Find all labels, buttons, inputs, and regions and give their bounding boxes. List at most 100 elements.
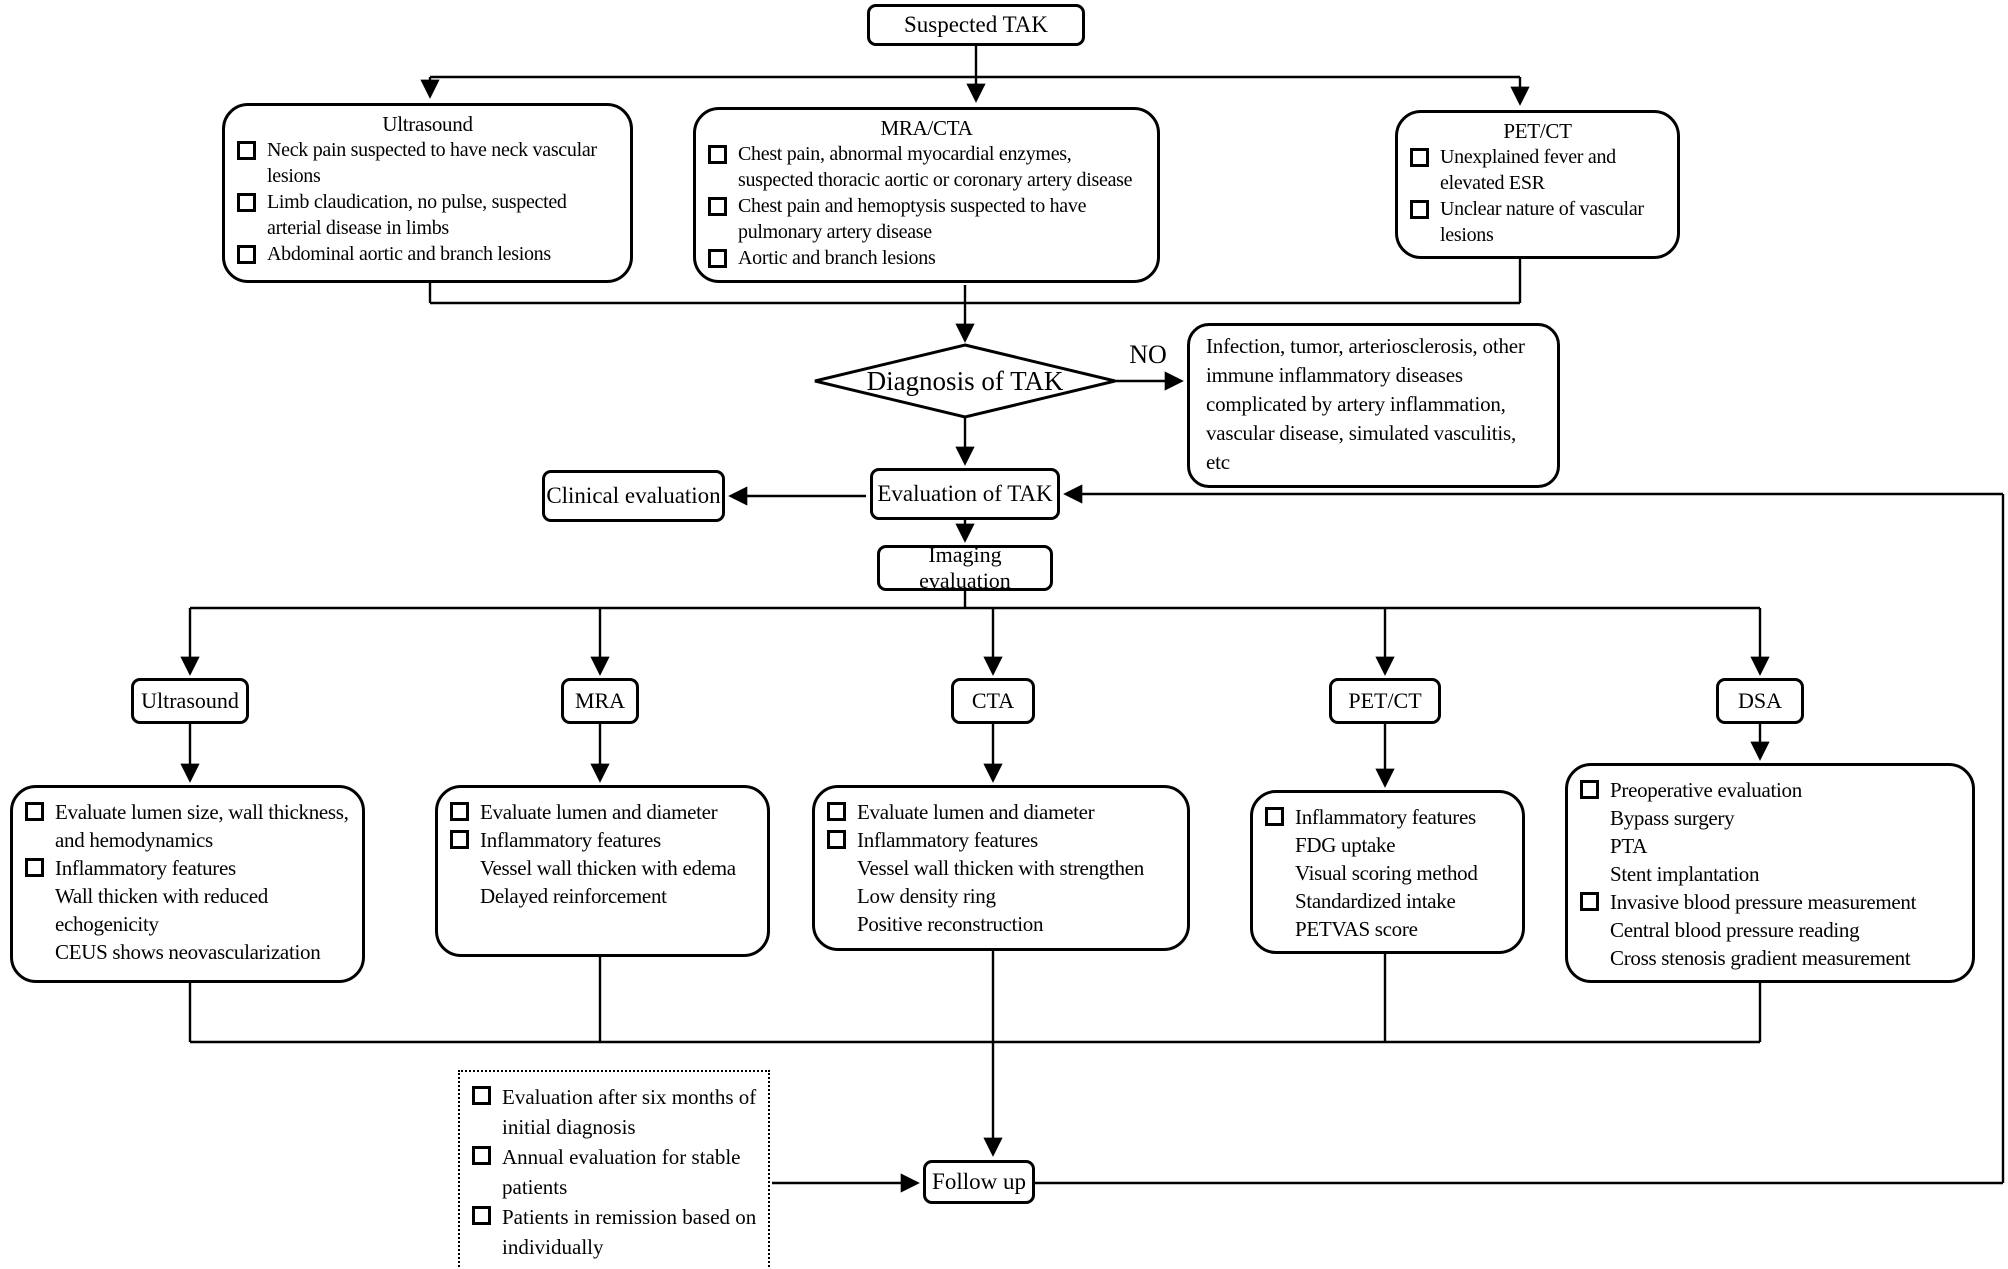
checklist-subitem: FDG uptake	[1263, 831, 1512, 859]
checklist-item: Inflammatory features	[448, 826, 757, 854]
checklist-item: Unexplained fever and elevated ESR	[1408, 144, 1667, 196]
checkbox-bullet-icon	[708, 197, 727, 216]
item-text: Visual scoring method	[1295, 861, 1478, 885]
item-text: Inflammatory features	[480, 828, 661, 852]
checklist-item: Evaluate lumen size, wall thickness, and…	[23, 798, 352, 854]
checkbox-bullet-icon	[237, 193, 256, 212]
checklist-item: Patients in remission based on individua…	[470, 1202, 758, 1262]
checkbox-bullet-icon	[450, 802, 469, 821]
checklist-subitem: Visual scoring method	[1263, 859, 1512, 887]
checklist-subitem: Central blood pressure reading	[1578, 916, 1962, 944]
checklist-item: Preoperative evaluation	[1578, 776, 1962, 804]
imaging-evaluation-label: Imaging evaluation	[919, 542, 1011, 593]
checklist-item: Evaluate lumen and diameter	[825, 798, 1177, 826]
checkbox-bullet-icon	[1265, 807, 1284, 826]
branch-label-mra: MRA	[561, 678, 639, 724]
checklist-subitem: CEUS shows neovascularization	[23, 938, 352, 966]
item-text: Low density ring	[857, 884, 996, 908]
checklist-subitem: Delayed reinforcement	[448, 882, 757, 910]
checklist-subitem: Vessel wall thicken with strengthen	[825, 854, 1177, 882]
checklist-item: Chest pain, abnormal myocardial enzymes,…	[706, 141, 1147, 193]
mra-cta-criteria-title: MRA/CTA	[880, 116, 973, 140]
branch-label-dsa-text: DSA	[1737, 688, 1782, 713]
item-text: Neck pain suspected to have neck vascula…	[267, 139, 597, 187]
branch-label-dsa: DSA	[1716, 678, 1804, 724]
clinical-evaluation-node: Clinical evaluation	[542, 470, 725, 522]
checklist-item: Evaluate lumen and diameter	[448, 798, 757, 826]
item-text: Limb claudication, no pulse, suspected a…	[267, 191, 567, 239]
item-text: Invasive blood pressure measurement	[1610, 890, 1917, 914]
item-text: Vessel wall thicken with strengthen	[857, 856, 1144, 880]
checkbox-bullet-icon	[708, 145, 727, 164]
item-text: Evaluate lumen and diameter	[480, 800, 718, 824]
item-text: Bypass surgery	[1610, 806, 1735, 830]
differential-diagnosis-text: Infection, tumor, arteriosclerosis, othe…	[1206, 334, 1525, 474]
checklist-subitem: Positive reconstruction	[825, 910, 1177, 938]
item-text: Cross stenosis gradient measurement	[1610, 946, 1911, 970]
checklist-item: Inflammatory features	[825, 826, 1177, 854]
item-text: Wall thicken with reduced echogenicity	[55, 884, 268, 936]
ultrasound-criteria-box: Ultrasound Neck pain suspected to have n…	[222, 103, 633, 283]
item-text: Evaluate lumen and diameter	[857, 800, 1095, 824]
checkbox-bullet-icon	[25, 802, 44, 821]
checkbox-bullet-icon	[25, 858, 44, 877]
checklist-item: Evaluation after six months of initial d…	[470, 1082, 758, 1142]
ultrasound-detail-box: Evaluate lumen size, wall thickness, and…	[10, 785, 365, 983]
item-text: Chest pain, abnormal myocardial enzymes,…	[738, 143, 1133, 191]
diagnosis-decision-diamond: Diagnosis of TAK	[815, 345, 1115, 417]
item-text: CEUS shows neovascularization	[55, 940, 321, 964]
checkbox-bullet-icon	[472, 1086, 491, 1105]
checkbox-bullet-icon	[1580, 892, 1599, 911]
item-text: FDG uptake	[1295, 833, 1396, 857]
item-text: Inflammatory features	[55, 856, 236, 880]
checkbox-bullet-icon	[450, 830, 469, 849]
checkbox-bullet-icon	[237, 245, 256, 264]
evaluation-of-tak-label: Evaluation of TAK	[877, 481, 1053, 506]
item-text: Vessel wall thicken with edema	[480, 856, 736, 880]
pet-ct-criteria-box: PET/CT Unexplained fever and elevated ES…	[1395, 110, 1680, 259]
checklist-subitem: Stent implantation	[1578, 860, 1962, 888]
mra-cta-criteria-box: MRA/CTA Chest pain, abnormal myocardial …	[693, 107, 1160, 283]
checklist-item: Neck pain suspected to have neck vascula…	[235, 137, 620, 189]
item-text: Unclear nature of vascular lesions	[1440, 198, 1644, 246]
branch-label-pet-ct: PET/CT	[1329, 678, 1441, 724]
checklist-subitem: Standardized intake	[1263, 887, 1512, 915]
follow-up-label: Follow up	[932, 1169, 1026, 1194]
branch-label-ultrasound-text: Ultrasound	[141, 688, 239, 713]
checklist-item: Aortic and branch lesions	[706, 245, 1147, 271]
follow-up-node: Follow up	[923, 1160, 1035, 1204]
checkbox-bullet-icon	[1410, 148, 1429, 167]
checklist-item: Inflammatory features	[23, 854, 352, 882]
checklist-item: Inflammatory features	[1263, 803, 1512, 831]
item-text: Unexplained fever and elevated ESR	[1440, 146, 1616, 194]
checkbox-bullet-icon	[708, 249, 727, 268]
checklist-subitem: PETVAS score	[1263, 915, 1512, 943]
branch-label-ultrasound: Ultrasound	[131, 678, 249, 724]
item-text: Central blood pressure reading	[1610, 918, 1860, 942]
checkbox-bullet-icon	[1410, 200, 1429, 219]
checkbox-bullet-icon	[472, 1206, 491, 1225]
checkbox-bullet-icon	[827, 830, 846, 849]
diagnosis-decision-label: Diagnosis of TAK	[866, 365, 1064, 396]
checklist-subitem: Low density ring	[825, 882, 1177, 910]
item-text: Patients in remission based on individua…	[502, 1205, 757, 1259]
item-text: Abdominal aortic and branch lesions	[267, 243, 551, 265]
branch-label-pet-ct-text: PET/CT	[1348, 688, 1422, 713]
checklist-item: Invasive blood pressure measurement	[1578, 888, 1962, 916]
item-text: Annual evaluation for stable patients	[502, 1145, 741, 1199]
item-text: Evaluation after six months of initial d…	[502, 1085, 757, 1139]
imaging-evaluation-node: Imaging evaluation	[877, 542, 1053, 593]
checklist-subitem: PTA	[1578, 832, 1962, 860]
checklist-subitem: Wall thicken with reduced echogenicity	[23, 882, 352, 938]
pet-ct-criteria-title: PET/CT	[1503, 119, 1572, 143]
no-edge-label: NO	[1129, 340, 1167, 369]
item-text: Standardized intake	[1295, 889, 1456, 913]
item-text: Inflammatory features	[1295, 805, 1476, 829]
checklist-item: Chest pain and hemoptysis suspected to h…	[706, 193, 1147, 245]
item-text: Evaluate lumen size, wall thickness, and…	[55, 800, 349, 852]
checklist-item: Annual evaluation for stable patients	[470, 1142, 758, 1202]
